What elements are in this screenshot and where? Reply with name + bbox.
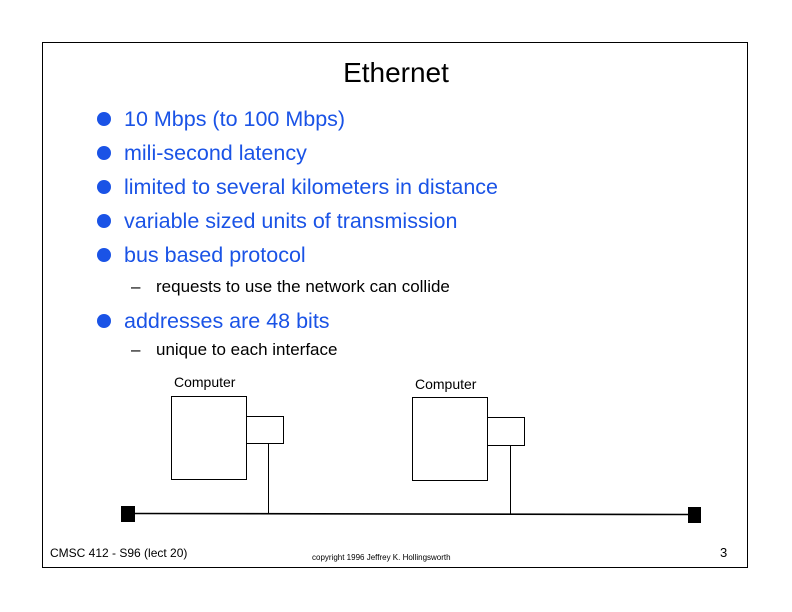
bullet-item: limited to several kilometers in distanc… <box>124 175 499 199</box>
page-number: 3 <box>720 545 728 560</box>
computer-left <box>171 396 284 513</box>
footer-copyright: copyright 1996 Jeffrey K. Hollingsworth <box>312 553 451 562</box>
bullet-dot <box>97 146 111 160</box>
bullet-item: mili-second latency <box>124 141 307 165</box>
bus-terminator-right <box>688 507 701 523</box>
sub-bullet-marker: – <box>131 277 141 296</box>
bullet-dot <box>97 214 111 228</box>
bullet-dot <box>97 112 111 126</box>
bullet-item: bus based protocol <box>124 243 306 267</box>
bullet-dot <box>97 248 111 262</box>
ethernet-bus-cable <box>134 512 689 516</box>
bullet-item: addresses are 48 bits <box>124 309 330 333</box>
footer-course: CMSC 412 - S96 (lect 20) <box>50 546 188 560</box>
computer-right-box <box>412 397 488 481</box>
computer-right <box>412 397 525 514</box>
sub-bullet-item: requests to use the network can collide <box>156 277 450 296</box>
bullet-item: variable sized units of transmission <box>124 209 458 233</box>
sub-bullet-marker: – <box>131 340 141 359</box>
bullet-dot <box>97 314 111 328</box>
computer-left-box <box>171 396 247 480</box>
network-interface-left <box>246 416 284 444</box>
bullet-dot <box>97 180 111 194</box>
computer-left-label: Computer <box>174 374 236 390</box>
sub-bullet-item: unique to each interface <box>156 340 338 359</box>
computer-right-label: Computer <box>415 376 477 392</box>
bus-terminator-left <box>121 506 135 522</box>
slide-frame <box>42 42 748 568</box>
slide-title: Ethernet <box>343 57 449 88</box>
network-interface-right <box>487 417 525 446</box>
bullet-item: 10 Mbps (to 100 Mbps) <box>124 107 346 131</box>
